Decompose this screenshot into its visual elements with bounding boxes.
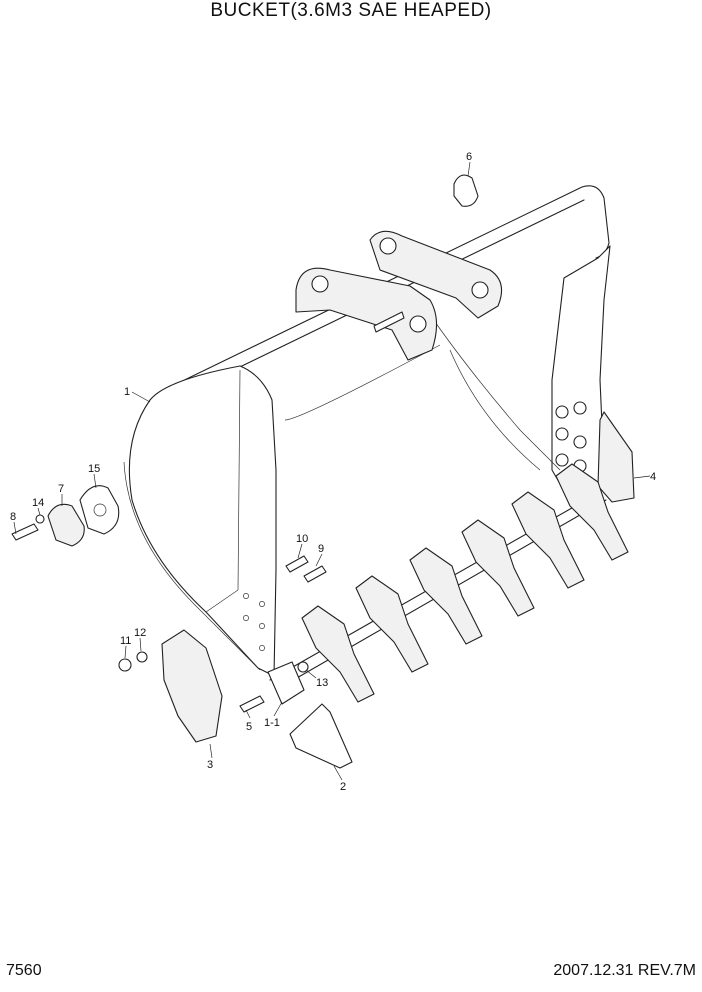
side-cutter-right [597, 411, 635, 503]
bolt-10 [285, 555, 309, 573]
callout-14: 14 [32, 497, 44, 509]
page-title: BUCKET(3.6M3 SAE HEAPED) [210, 0, 492, 21]
leader-lines [13, 161, 651, 781]
plate-7 [47, 503, 85, 547]
boss-15 [79, 485, 120, 535]
washer-12 [136, 651, 148, 663]
washer-14 [35, 514, 45, 524]
callout-1-1: 1-1 [264, 717, 280, 729]
bucket-teeth [301, 463, 629, 703]
page-number: 7560 [6, 962, 42, 979]
pin [239, 695, 265, 713]
callout-7: 7 [58, 483, 64, 495]
washer-13 [297, 661, 309, 673]
callout-1: 1 [124, 386, 130, 398]
detached-tooth [289, 703, 353, 769]
callout-8: 8 [10, 511, 16, 523]
callout-5: 5 [246, 721, 252, 733]
shim-6 [453, 174, 479, 207]
callout-2: 2 [340, 781, 346, 793]
callout-12: 12 [134, 627, 146, 639]
callout-3: 3 [207, 759, 213, 771]
callout-11: 11 [120, 635, 131, 647]
link-brackets [295, 230, 503, 361]
revision-date: 2007.12.31 REV.7M [553, 962, 696, 979]
side-cutter-left [161, 629, 223, 743]
callout-10: 10 [296, 533, 308, 545]
adapter [267, 661, 305, 705]
callout-15: 15 [88, 463, 100, 475]
bolt-9 [303, 565, 327, 583]
callout-13: 13 [316, 677, 328, 689]
bolt-8 [11, 523, 39, 541]
callout-9: 9 [318, 543, 324, 555]
side-cutter-bolts [555, 401, 587, 473]
bucket-shell [123, 185, 611, 691]
callout-4: 4 [650, 471, 656, 483]
callout-6: 6 [466, 151, 472, 163]
nut-11 [118, 658, 132, 672]
